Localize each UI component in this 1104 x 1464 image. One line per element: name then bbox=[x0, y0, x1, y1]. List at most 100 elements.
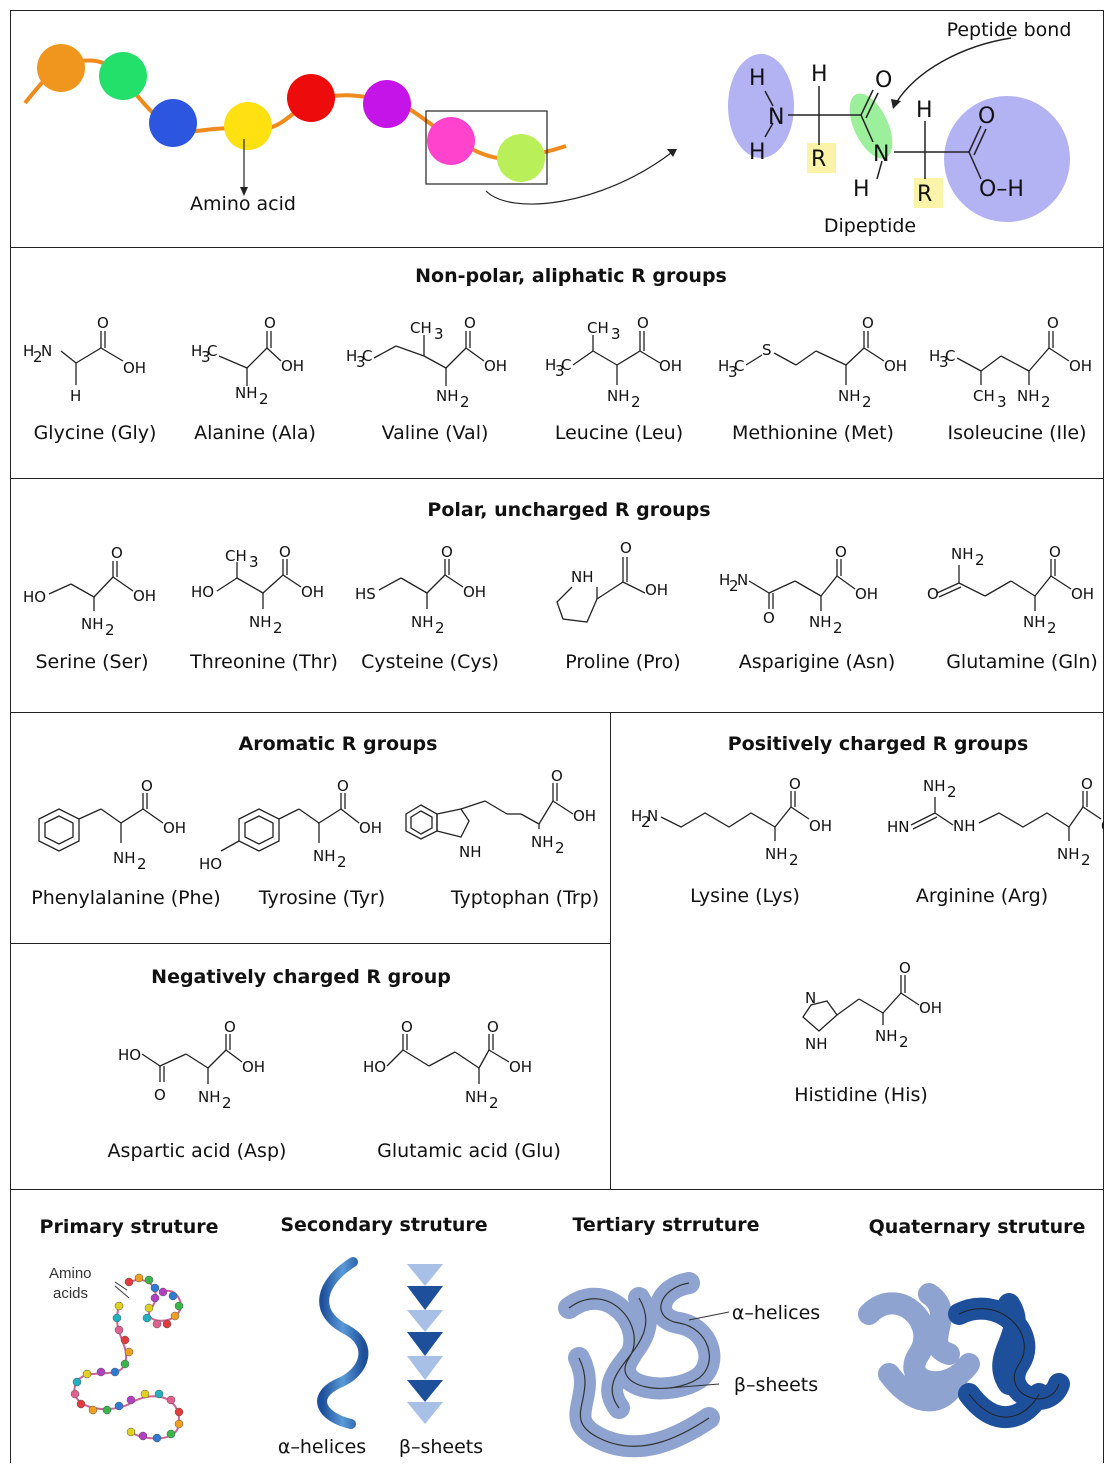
svg-text:OH: OH bbox=[1069, 357, 1092, 375]
svg-text:O: O bbox=[224, 1018, 236, 1036]
beta-sheets-label: β–sheets bbox=[398, 1436, 484, 1458]
svg-text:2: 2 bbox=[1081, 851, 1091, 869]
amino-acid-bead bbox=[150, 1283, 160, 1293]
arginine-label: Arginine (Arg) bbox=[915, 885, 1049, 907]
svg-text:NH: NH bbox=[249, 613, 272, 631]
svg-text:2: 2 bbox=[833, 619, 843, 637]
svg-text:O: O bbox=[441, 543, 453, 561]
svg-text:O: O bbox=[620, 539, 632, 557]
amino-acid-bead bbox=[166, 1429, 176, 1439]
valine-label: Valine (Val) bbox=[381, 422, 489, 444]
svg-text:H: H bbox=[191, 342, 202, 360]
svg-text:2: 2 bbox=[631, 393, 641, 411]
amino-acid-bead bbox=[170, 1311, 180, 1321]
svg-text:2: 2 bbox=[899, 1033, 909, 1051]
quaternary-title: Quaternary struture bbox=[868, 1216, 1086, 1238]
leucine-label: Leucine (Leu) bbox=[554, 422, 684, 444]
svg-text:NH: NH bbox=[411, 613, 434, 631]
svg-text:HS: HS bbox=[355, 585, 376, 603]
beta-sheet-icon bbox=[407, 1264, 443, 1424]
svg-text:OH: OH bbox=[1101, 817, 1104, 835]
svg-text:OH: OH bbox=[163, 819, 186, 837]
svg-text:H: H bbox=[929, 347, 940, 365]
svg-text:2: 2 bbox=[337, 853, 347, 871]
positive-title: Positively charged R groups bbox=[727, 733, 1029, 755]
arginine-structure: NH2 HN NH NH2 O OH bbox=[887, 775, 1104, 881]
amino-acid-bead bbox=[142, 1313, 152, 1323]
amino-acid-bead bbox=[154, 1389, 164, 1399]
svg-text:NH: NH bbox=[1057, 845, 1080, 863]
svg-text:OH: OH bbox=[484, 357, 507, 375]
svg-text:NH: NH bbox=[531, 833, 554, 851]
amino-acid-bead bbox=[114, 1301, 124, 1311]
svg-text:NH: NH bbox=[607, 387, 630, 405]
primary-structure-chain: Amino acids bbox=[49, 1265, 184, 1443]
svg-text:HO: HO bbox=[191, 583, 214, 601]
tertiary-title: Tertiary strruture bbox=[572, 1214, 760, 1236]
svg-text:OH: OH bbox=[242, 1058, 265, 1076]
svg-text:NH: NH bbox=[81, 615, 104, 633]
svg-text:3: 3 bbox=[728, 363, 738, 381]
lysine-label: Lysine (Lys) bbox=[690, 885, 800, 907]
amino-acid-bead bbox=[166, 1395, 176, 1405]
svg-text:O: O bbox=[899, 959, 911, 977]
svg-text:2: 2 bbox=[105, 621, 115, 639]
atom-r: R bbox=[811, 147, 826, 172]
glutamine-label: Glutamine (Gln) bbox=[946, 651, 1098, 673]
svg-text:2: 2 bbox=[555, 839, 565, 857]
amino-acid-bead bbox=[88, 1405, 98, 1415]
amino-acid-bead bbox=[126, 1427, 136, 1437]
svg-text:OH: OH bbox=[133, 587, 156, 605]
svg-text:3: 3 bbox=[611, 325, 621, 343]
atom-o: O bbox=[978, 104, 995, 129]
amino-acid-bead bbox=[124, 1277, 134, 1287]
svg-text:O: O bbox=[141, 777, 153, 795]
proline-label: Proline (Pro) bbox=[565, 651, 681, 673]
svg-text:OH: OH bbox=[463, 583, 486, 601]
svg-text:2: 2 bbox=[259, 390, 269, 408]
amino-acid-label: Amino acid bbox=[190, 193, 296, 215]
svg-text:OH: OH bbox=[301, 583, 324, 601]
atom-n: N bbox=[768, 105, 784, 130]
svg-text:NH: NH bbox=[875, 1027, 898, 1045]
svg-text:OH: OH bbox=[919, 999, 942, 1017]
amino-acid-bead bbox=[99, 52, 147, 100]
svg-text:CH: CH bbox=[587, 319, 609, 337]
amino-acid-bead bbox=[138, 1431, 148, 1441]
svg-text:O: O bbox=[337, 777, 349, 795]
atom-h: H bbox=[811, 62, 828, 87]
svg-text:H: H bbox=[70, 387, 81, 405]
amino-acid-bead bbox=[114, 1401, 124, 1411]
svg-text:OH: OH bbox=[855, 585, 878, 603]
atom-n: N bbox=[873, 142, 889, 167]
amino-acids-label-line2: acids bbox=[53, 1285, 88, 1302]
svg-text:CH: CH bbox=[225, 547, 247, 565]
cysteine-label: Cysteine (Cys) bbox=[361, 651, 499, 673]
svg-text:HN: HN bbox=[887, 818, 910, 836]
amino-acid-bead bbox=[144, 1303, 154, 1313]
svg-text:2: 2 bbox=[729, 577, 739, 595]
svg-text:HO: HO bbox=[23, 588, 46, 606]
svg-text:OH: OH bbox=[1071, 585, 1094, 603]
svg-text:NH: NH bbox=[465, 1088, 488, 1106]
amino-acid-bead bbox=[120, 1335, 130, 1345]
amino-acid-bead bbox=[162, 1319, 172, 1329]
svg-text:2: 2 bbox=[947, 783, 957, 801]
svg-text:C: C bbox=[561, 356, 571, 374]
svg-text:C: C bbox=[207, 342, 217, 360]
tertiary-beta-label: β–sheets bbox=[733, 1374, 819, 1396]
serine-label: Serine (Ser) bbox=[35, 651, 149, 673]
svg-text:NH: NH bbox=[1023, 613, 1046, 631]
alpha-helices-label: α–helices bbox=[277, 1436, 367, 1458]
amino-acid-bead bbox=[120, 1359, 130, 1369]
svg-text:O: O bbox=[279, 543, 291, 561]
